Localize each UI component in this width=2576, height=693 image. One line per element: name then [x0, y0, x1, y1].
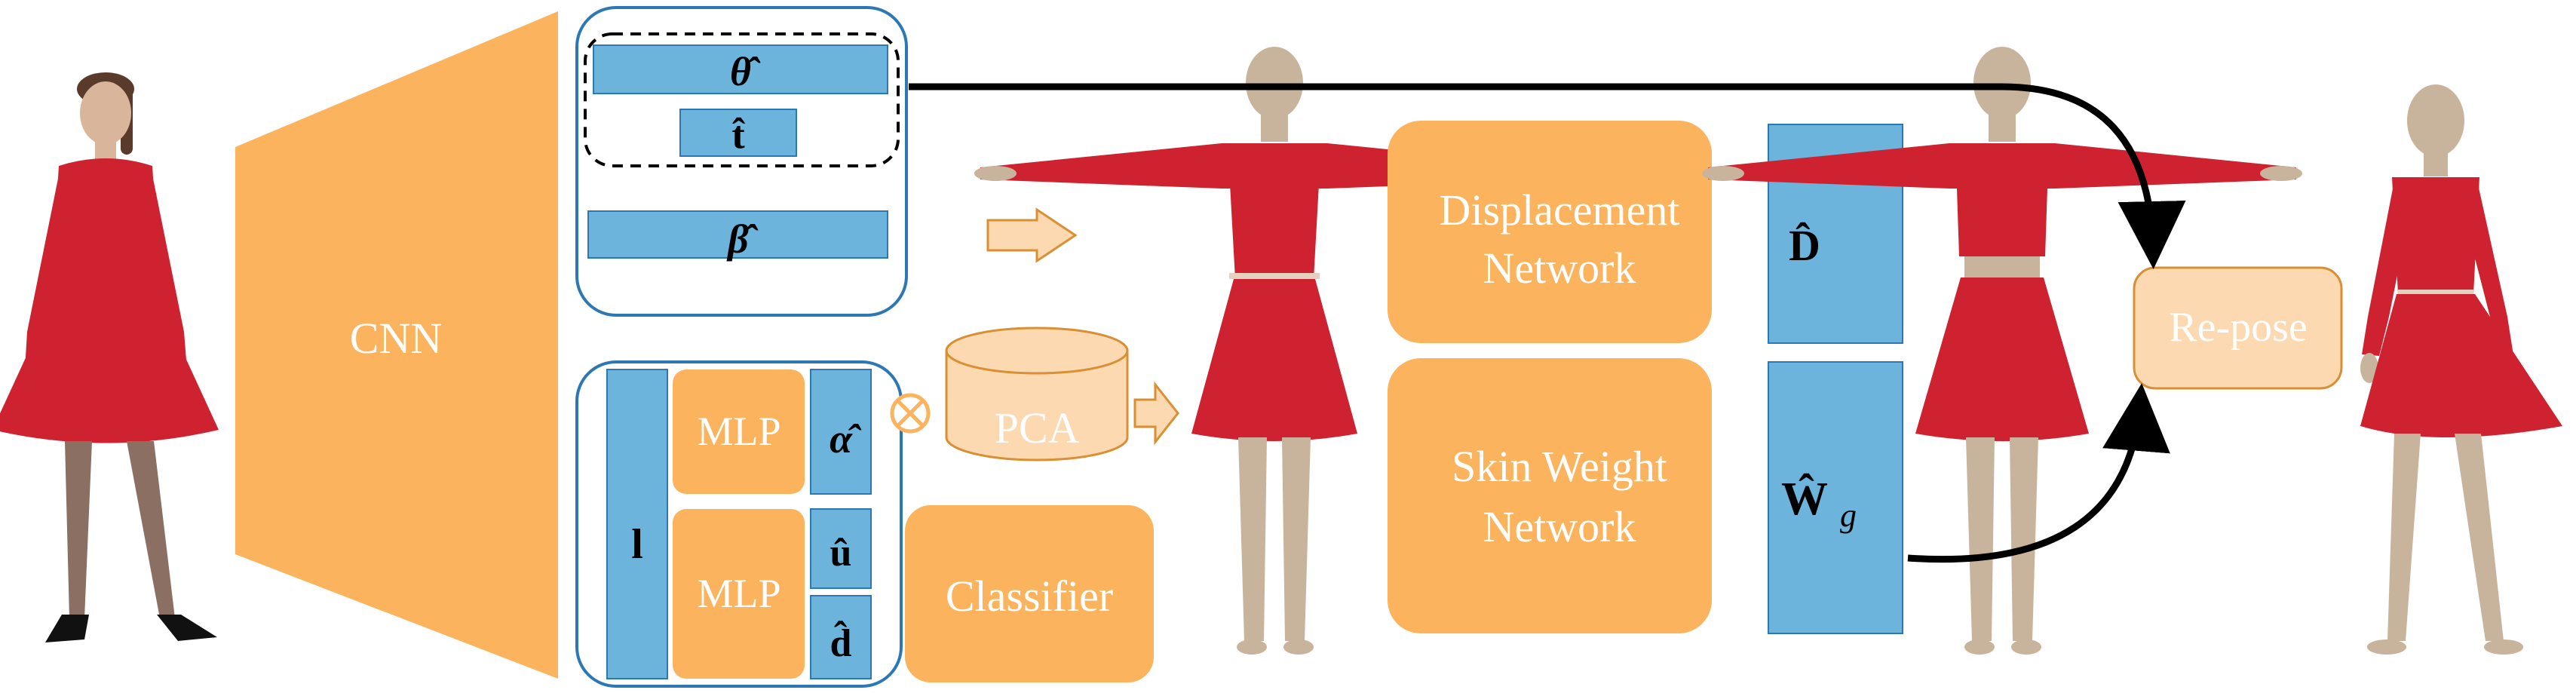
beta-bar [587, 210, 888, 259]
mesh2-neck [1989, 115, 2016, 142]
figure-torso [50, 158, 161, 309]
u-bar [810, 508, 872, 589]
mesh-neck [1261, 115, 1288, 142]
skin-weight-label-line2: Network [1483, 502, 1636, 551]
mlp-block-bottom [673, 509, 805, 679]
u-label: û [830, 532, 852, 575]
block-arrow-icon [1133, 381, 1179, 446]
block-arrow-icon [986, 207, 1078, 263]
displacement-label-line2: Network [1483, 244, 1636, 293]
figure-skirt [0, 305, 219, 443]
mesh2-midriff [1964, 256, 2040, 279]
mesh-right-leg [1282, 437, 1311, 641]
W-subscript: g [1840, 497, 1857, 534]
output-left-hand [2360, 353, 2378, 383]
figure-head [80, 81, 131, 145]
output-skirt [2360, 294, 2562, 437]
output-head [2407, 84, 2464, 157]
mesh-torso [1228, 143, 1321, 279]
d-bar [810, 595, 872, 679]
mlp-block-top [673, 369, 805, 494]
displacement-network-block [1388, 121, 1712, 343]
figure-left-shoe [45, 615, 89, 642]
output-neck [2424, 152, 2448, 176]
input-image-figure [0, 72, 219, 642]
pose-to-repose-connector [909, 83, 2186, 269]
theta-bar [593, 44, 888, 94]
output-belt [2398, 290, 2473, 296]
mesh2-skirt [1915, 278, 2089, 441]
figure-right-leg [127, 441, 175, 618]
d-label: d̂ [830, 620, 852, 665]
figure-right-shoe [157, 615, 217, 641]
circle-times-icon [890, 393, 931, 434]
output-torso [2392, 177, 2479, 294]
t-bar [679, 109, 797, 157]
mesh2-torso [1955, 143, 2049, 256]
t-label: t̂ [731, 114, 745, 157]
pca-cylinder-top [945, 327, 1129, 375]
output-right-arm [2463, 181, 2516, 371]
pca-cylinder-body [945, 349, 1129, 461]
figure-neck [95, 140, 116, 160]
cnn-label: CNN [350, 314, 442, 363]
W-bar [1768, 361, 1903, 634]
repose-label: Re-pose [2169, 304, 2308, 351]
W-label: Ŵ [1781, 474, 1828, 525]
mesh-right-foot [1283, 639, 1314, 655]
pca-label: PCA [995, 403, 1080, 452]
output-right-leg [2455, 434, 2504, 641]
mesh-left-hand [974, 166, 1017, 181]
D-label: D̂ [1789, 221, 1820, 270]
output-left-leg [2387, 434, 2421, 641]
mesh2-left-leg [1966, 437, 1995, 641]
cylinder-database-icon [945, 327, 1129, 461]
tpose-mesh-figure-2 [1702, 47, 2302, 655]
pose-translation-dashed-group [584, 32, 900, 167]
skin-weight-label-line1: Skin Weight [1452, 442, 1667, 491]
mesh-head [1246, 47, 1303, 119]
skin-weight-to-repose-connector [1907, 383, 2170, 563]
output-reposed-figure [2360, 84, 2562, 655]
mlp-bottom-label: MLP [697, 571, 780, 616]
mesh2-head [1973, 47, 2031, 119]
mesh2-left-hand [1702, 166, 1744, 181]
skin-weight-network-block [1388, 358, 1712, 633]
mesh-skirt [1191, 279, 1357, 441]
mesh2-right-leg [2010, 437, 2038, 641]
l-label: l [631, 521, 643, 568]
mesh-left-foot [1237, 639, 1267, 655]
mesh-left-leg [1238, 437, 1267, 641]
repose-block [2133, 266, 2343, 390]
output-left-arm [2362, 181, 2410, 356]
mesh2-right-foot [2011, 639, 2041, 655]
mlp-top-label: MLP [697, 409, 780, 454]
figure-left-leg [65, 441, 92, 618]
output-right-foot [2484, 639, 2523, 655]
mesh-belt [1229, 273, 1320, 279]
cnn-block [235, 11, 558, 679]
classifier-label: Classifier [946, 572, 1113, 621]
mesh2-right-hand [2260, 166, 2302, 181]
l-bar [606, 369, 668, 679]
alpha-bar [810, 369, 872, 495]
classifier-block [905, 505, 1154, 682]
output-left-foot [2367, 639, 2406, 655]
displacement-label-line1: Displacement [1440, 186, 1680, 235]
mesh2-left-foot [1964, 639, 1995, 655]
